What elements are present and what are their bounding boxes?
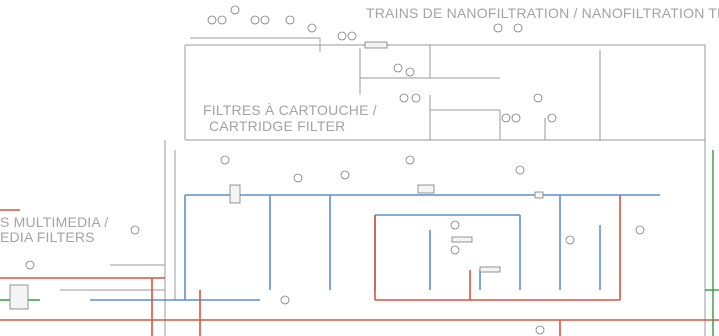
green-lines (0, 150, 719, 336)
equipment-symbols (9, 41, 544, 310)
instrument-bubbles (25, 5, 645, 335)
cartridge-filter-title-line2: CARTRIDGE FILTER (209, 118, 346, 134)
grey-process-lines (60, 37, 706, 336)
multimedia-filters-title-line2: EDIA FILTERS (0, 229, 95, 245)
cartridge-filter-title-line1: FILTRES À CARTOUCHE / (203, 102, 377, 118)
multimedia-filters-title-line1: S MULTIMEDIA / (0, 214, 109, 230)
red-process-lines (0, 195, 719, 336)
nanofiltration-trains-title: TRAINS DE NANOFILTRATION / NANOFILTRATIO… (366, 5, 719, 21)
